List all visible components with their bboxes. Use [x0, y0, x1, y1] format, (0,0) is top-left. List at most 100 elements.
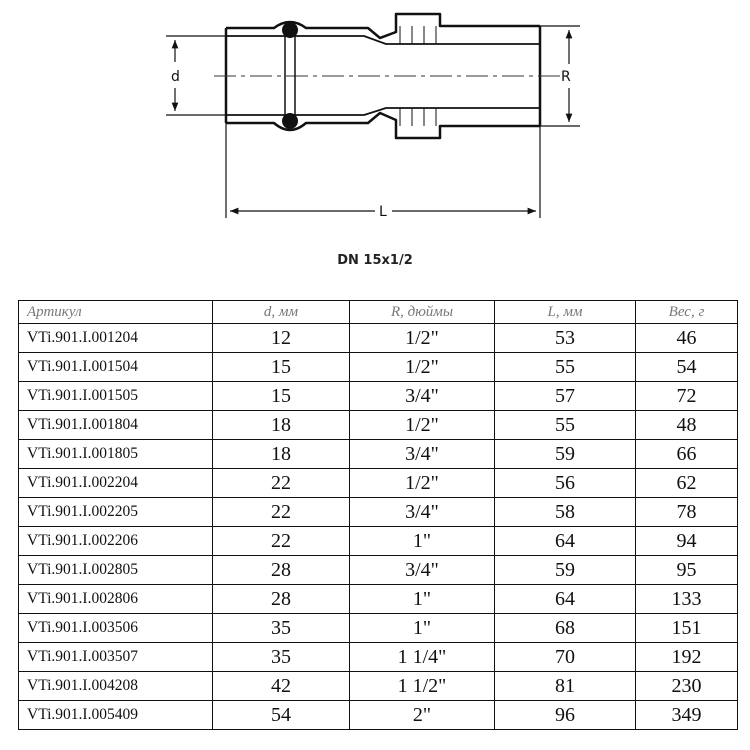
cell-d: 22 [212, 526, 350, 556]
cell-article: VTi.901.I.001805 [18, 439, 213, 469]
cell-article: VTi.901.I.003507 [18, 642, 213, 672]
cell-weight: 78 [635, 497, 738, 527]
cell-weight: 151 [635, 613, 738, 643]
cell-weight: 192 [635, 642, 738, 672]
cell-r: 1/2" [349, 468, 495, 498]
cell-r: 1 1/2" [349, 671, 495, 701]
cell-d: 35 [212, 613, 350, 643]
cell-d: 22 [212, 497, 350, 527]
cell-r: 1 1/4" [349, 642, 495, 672]
cell-d: 18 [212, 410, 350, 440]
cell-weight: 95 [635, 555, 738, 585]
cell-article: VTi.901.I.002805 [18, 555, 213, 585]
cell-weight: 230 [635, 671, 738, 701]
cell-weight: 66 [635, 439, 738, 469]
cell-r: 2" [349, 700, 495, 730]
cell-weight: 94 [635, 526, 738, 556]
dim-label-R: R [561, 69, 571, 85]
dimension-L [225, 123, 541, 218]
cell-d: 18 [212, 439, 350, 469]
cell-weight: 46 [635, 323, 738, 353]
cell-r: 1" [349, 526, 495, 556]
cell-article: VTi.901.I.001204 [18, 323, 213, 353]
cell-article: VTi.901.I.001804 [18, 410, 213, 440]
header-article: Артикул [18, 300, 213, 324]
cell-weight: 72 [635, 381, 738, 411]
fitting-drawing: d R L [166, 12, 580, 220]
cell-article: VTi.901.I.002205 [18, 497, 213, 527]
cell-article: VTi.901.I.002806 [18, 584, 213, 614]
cell-r: 3/4" [349, 381, 495, 411]
cell-r: 3/4" [349, 497, 495, 527]
cell-article: VTi.901.I.004208 [18, 671, 213, 701]
cell-d: 28 [212, 584, 350, 614]
cell-l: 64 [494, 526, 636, 556]
cell-article: VTi.901.I.003506 [18, 613, 213, 643]
cell-d: 15 [212, 352, 350, 382]
cell-l: 81 [494, 671, 636, 701]
cell-r: 1/2" [349, 352, 495, 382]
cell-article: VTi.901.I.001504 [18, 352, 213, 382]
cell-d: 22 [212, 468, 350, 498]
cell-l: 64 [494, 584, 636, 614]
cell-l: 57 [494, 381, 636, 411]
cell-weight: 54 [635, 352, 738, 382]
cell-l: 55 [494, 352, 636, 382]
cell-d: 15 [212, 381, 350, 411]
table-header-row: Артикул d, мм R, дюймы L, мм Вес, г [18, 300, 738, 324]
cell-l: 56 [494, 468, 636, 498]
header-d: d, мм [212, 300, 350, 324]
cell-r: 1/2" [349, 410, 495, 440]
header-l: L, мм [494, 300, 636, 324]
cell-r: 1" [349, 613, 495, 643]
header-r: R, дюймы [349, 300, 495, 324]
cell-d: 12 [212, 323, 350, 353]
o-ring [282, 22, 298, 129]
spec-table: Артикул d, мм R, дюймы L, мм Вес, г VTi.… [18, 300, 738, 730]
cell-l: 70 [494, 642, 636, 672]
cell-l: 96 [494, 700, 636, 730]
cell-r: 1" [349, 584, 495, 614]
cell-d: 42 [212, 671, 350, 701]
cell-article: VTi.901.I.005409 [18, 700, 213, 730]
cell-article: VTi.901.I.002206 [18, 526, 213, 556]
cell-d: 28 [212, 555, 350, 585]
dimension-d [166, 35, 226, 116]
cell-r: 1/2" [349, 323, 495, 353]
cell-l: 59 [494, 439, 636, 469]
cell-d: 35 [212, 642, 350, 672]
cell-l: 58 [494, 497, 636, 527]
cell-l: 55 [494, 410, 636, 440]
fitting-body [224, 12, 542, 140]
cell-article: VTi.901.I.001505 [18, 381, 213, 411]
drawing-caption: DN 15x1/2 [337, 253, 413, 268]
dimension-R [540, 25, 580, 127]
cell-l: 53 [494, 323, 636, 353]
cell-d: 54 [212, 700, 350, 730]
cell-weight: 62 [635, 468, 738, 498]
cell-article: VTi.901.I.002204 [18, 468, 213, 498]
cell-r: 3/4" [349, 555, 495, 585]
cell-l: 68 [494, 613, 636, 643]
cell-weight: 48 [635, 410, 738, 440]
header-weight: Вес, г [635, 300, 738, 324]
dim-label-d: d [171, 69, 180, 85]
cell-l: 59 [494, 555, 636, 585]
cell-r: 3/4" [349, 439, 495, 469]
cell-weight: 349 [635, 700, 738, 730]
